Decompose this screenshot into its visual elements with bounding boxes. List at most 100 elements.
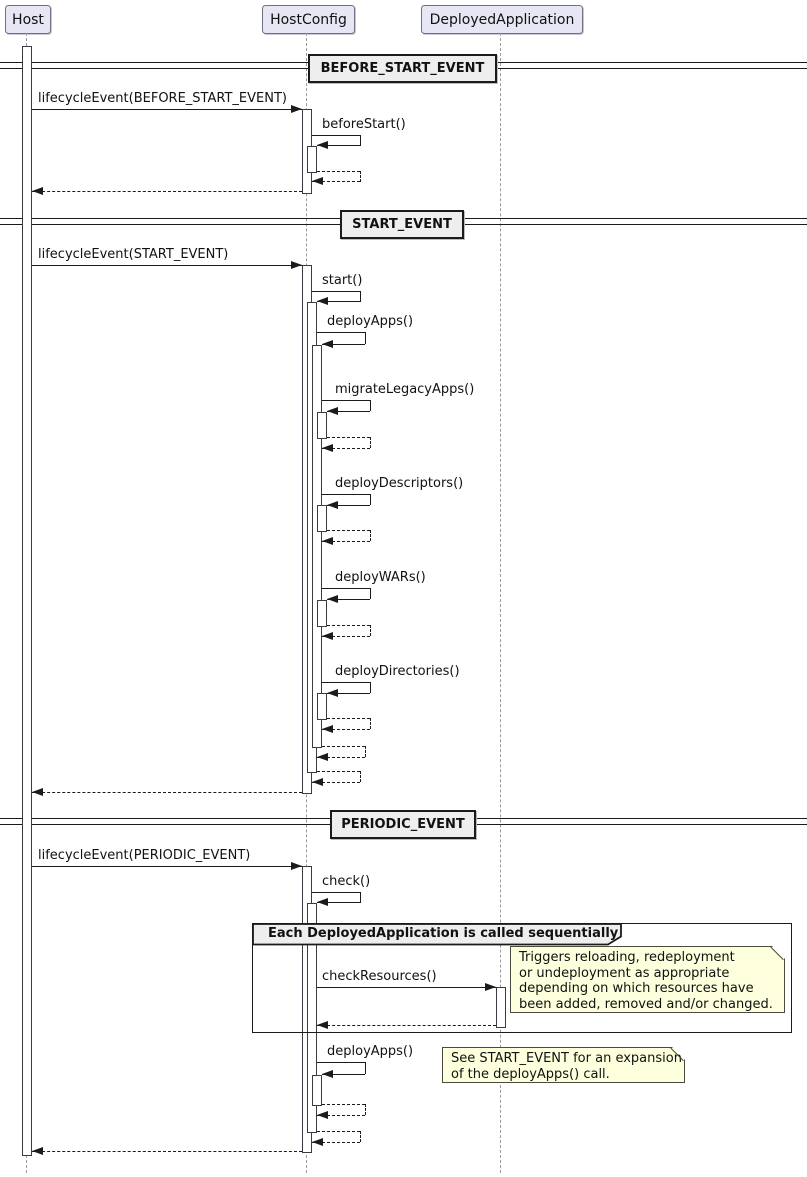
return-line bbox=[370, 437, 371, 448]
lifeline-deployedapplication bbox=[500, 33, 501, 1173]
divider-label: START_EVENT bbox=[352, 217, 452, 232]
return-line bbox=[322, 448, 370, 449]
call-line bbox=[360, 291, 361, 302]
arrowhead bbox=[322, 1070, 333, 1078]
call-line bbox=[322, 1074, 365, 1075]
return-line bbox=[317, 757, 365, 758]
arrowhead bbox=[291, 105, 302, 113]
arrowhead bbox=[317, 141, 328, 149]
arrowhead bbox=[327, 689, 338, 697]
arrowhead bbox=[317, 753, 328, 761]
return-line bbox=[365, 746, 366, 757]
message-label-migrate-legacy-apps: migrateLegacyApps() bbox=[335, 382, 475, 397]
participant-hostconfig: HostConfig bbox=[262, 5, 355, 34]
arrowhead bbox=[327, 501, 338, 509]
participant-deployedapplication: DeployedApplication bbox=[421, 5, 583, 34]
call-line bbox=[322, 682, 370, 683]
activation-host bbox=[22, 46, 32, 1156]
arrowhead bbox=[312, 1138, 323, 1146]
return-line bbox=[317, 771, 360, 772]
message-label-before-start: beforeStart() bbox=[322, 117, 406, 132]
message-label-lifecycle-periodic: lifecycleEvent(PERIODIC_EVENT) bbox=[38, 848, 251, 863]
divider-before-start-event: BEFORE_START_EVENT bbox=[308, 54, 497, 83]
return-line bbox=[322, 746, 365, 747]
call-line bbox=[327, 693, 370, 694]
return-line bbox=[312, 782, 360, 783]
call-line bbox=[370, 682, 371, 693]
return-line bbox=[365, 1104, 366, 1115]
return-line bbox=[32, 191, 302, 192]
activation-migrate-legacy-apps bbox=[317, 412, 327, 439]
return-line bbox=[360, 1131, 361, 1142]
arrowhead bbox=[32, 1147, 43, 1155]
message-label-deploy-wars: deployWARs() bbox=[335, 570, 426, 585]
message-label-deploy-apps: deployApps() bbox=[327, 314, 414, 329]
participant-hostconfig-label: HostConfig bbox=[270, 11, 347, 28]
call-line bbox=[322, 400, 370, 401]
arrowhead bbox=[317, 1111, 328, 1119]
activation-deploy-descriptors bbox=[317, 505, 327, 532]
activation-deploy-directories bbox=[317, 693, 327, 720]
activation-check bbox=[307, 903, 317, 1133]
activation-deploy-apps bbox=[312, 345, 322, 748]
arrowhead bbox=[312, 177, 323, 185]
arrowhead bbox=[327, 595, 338, 603]
call-line bbox=[32, 866, 302, 867]
arrowhead bbox=[317, 297, 328, 305]
call-line bbox=[317, 301, 360, 302]
return-line bbox=[370, 530, 371, 541]
message-label-check-resources: checkResources() bbox=[322, 969, 437, 984]
call-line bbox=[322, 494, 370, 495]
group-header bbox=[252, 923, 622, 946]
return-line bbox=[312, 1142, 360, 1143]
return-line bbox=[327, 718, 370, 719]
group-header-shape bbox=[252, 923, 622, 946]
call-line bbox=[365, 332, 366, 344]
return-line bbox=[327, 625, 370, 626]
arrowhead bbox=[32, 788, 43, 796]
call-line bbox=[32, 109, 302, 110]
message-label-lifecycle-start: lifecycleEvent(START_EVENT) bbox=[38, 247, 229, 262]
return-line bbox=[312, 181, 360, 182]
group-title: Each DeployedApplication is called seque… bbox=[268, 926, 619, 941]
call-line bbox=[322, 588, 370, 589]
return-line bbox=[317, 1131, 360, 1132]
return-line bbox=[32, 1151, 302, 1152]
call-line bbox=[317, 1062, 365, 1063]
call-line bbox=[317, 145, 360, 146]
call-line bbox=[317, 902, 360, 903]
call-line bbox=[317, 332, 365, 333]
participant-host-label: Host bbox=[12, 11, 44, 28]
call-line bbox=[370, 588, 371, 599]
call-line bbox=[317, 987, 496, 988]
return-line bbox=[322, 1104, 365, 1105]
arrowhead bbox=[322, 725, 333, 733]
call-line bbox=[312, 291, 360, 292]
call-line bbox=[327, 599, 370, 600]
arrowhead bbox=[317, 898, 328, 906]
arrowhead bbox=[312, 778, 323, 786]
activation-before-start-self bbox=[307, 146, 317, 173]
call-line bbox=[370, 400, 371, 411]
message-label-lifecycle-before-start: lifecycleEvent(BEFORE_START_EVENT) bbox=[38, 91, 287, 106]
message-label-start: start() bbox=[322, 273, 363, 288]
return-line bbox=[327, 437, 370, 438]
participant-deployedapplication-label: DeployedApplication bbox=[429, 11, 575, 28]
call-line bbox=[32, 265, 302, 266]
call-line bbox=[322, 344, 365, 345]
return-line bbox=[32, 792, 302, 793]
message-label-check: check() bbox=[322, 874, 371, 889]
note-check-resources: Triggers reloading, redeployment or unde… bbox=[510, 946, 785, 1013]
note-deploy-apps: See START_EVENT for an expansion of the … bbox=[442, 1047, 685, 1083]
call-line bbox=[365, 1062, 366, 1074]
call-line bbox=[327, 505, 370, 506]
call-line bbox=[370, 494, 371, 505]
arrowhead bbox=[327, 407, 338, 415]
return-line bbox=[360, 171, 361, 182]
message-label-deploy-descriptors: deployDescriptors() bbox=[335, 476, 464, 491]
arrowhead bbox=[317, 1021, 328, 1029]
arrowhead bbox=[485, 983, 496, 991]
call-line bbox=[360, 135, 361, 146]
return-line bbox=[317, 1115, 365, 1116]
